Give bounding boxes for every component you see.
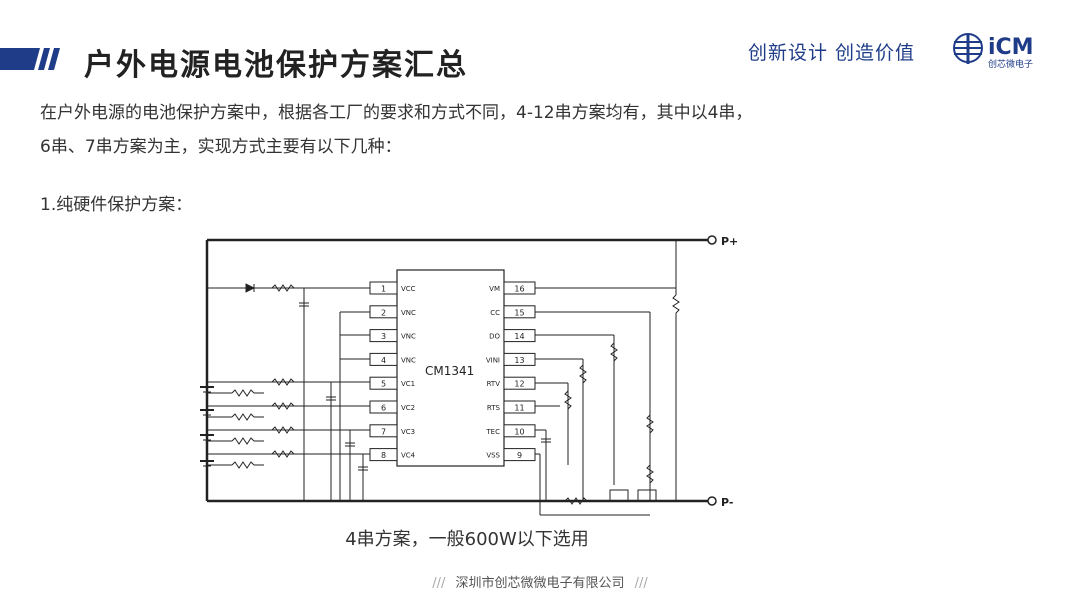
pin-name: VC2: [401, 404, 415, 412]
pin-name: VSS: [486, 452, 500, 460]
chip-pin-right: 14 DO: [489, 329, 536, 343]
chip-pin-left: 1 VCC: [369, 281, 416, 295]
chip-pin-left: 8 VC4: [369, 448, 416, 462]
mosfet-icon: [637, 489, 657, 502]
pin-name: VC1: [401, 380, 415, 388]
pin-number: 13: [514, 356, 524, 365]
terminal-neg-label: P-: [721, 496, 733, 509]
pin-name: VCC: [401, 285, 416, 293]
chip-pin-left: 4 VNC: [369, 352, 416, 366]
intro-line-2: 6串、7串方案为主，实现方式主要有以下几种：: [40, 137, 402, 157]
chip-pin-left: 3 VNC: [369, 329, 416, 343]
chip-pin-right: 9 VSS: [486, 448, 536, 462]
pin-number: 6: [381, 404, 386, 413]
pin-name: VNC: [401, 333, 416, 341]
pin-name: RTV: [487, 380, 501, 388]
chip-body: [396, 269, 505, 467]
chip-pin-right: 16 VM: [489, 281, 536, 295]
pin-number: 10: [514, 427, 524, 436]
pin-number: 16: [514, 285, 524, 294]
pin-number: 1: [381, 285, 386, 294]
logo-globe-icon: iCM 创芯微电子: [953, 33, 1034, 70]
right-pins: 16 VM 15 CC 14 DO 13 VINI 12 RTV 11 RTS 10 TEC 9 VSS: [485, 281, 536, 462]
pin-number: 11: [514, 404, 524, 413]
page-title: 户外电源电池保护方案汇总: [84, 48, 468, 83]
logo-subtext: 创芯微电子: [988, 58, 1033, 70]
logo-text: iCM: [988, 35, 1034, 60]
pin-name: RTS: [487, 404, 501, 412]
pin-number: 14: [514, 332, 524, 341]
pin-name: VNC: [401, 356, 416, 364]
footer-slashes-left: ///: [432, 576, 446, 591]
footer-slashes-right: ///: [634, 576, 648, 591]
footer: /// 深圳市创芯微微电子有限公司 ///: [0, 572, 1080, 591]
resistor-icon: [271, 284, 295, 292]
chip-name: CM1341: [425, 364, 474, 378]
pin-name: TEC: [485, 428, 500, 436]
pin-name: DO: [489, 333, 500, 341]
chip-pin-left: 2 VNC: [369, 305, 416, 319]
pin-number: 15: [514, 308, 524, 317]
chip-pin-left: 5 VC1: [369, 376, 415, 390]
mosfet-icon: [609, 489, 629, 502]
pin-number: 8: [381, 451, 386, 460]
intro-text: 在户外电源的电池保护方案中，根据各工厂的要求和方式不同，4-12串方案均有，其中…: [40, 96, 1040, 164]
diagram-caption: 4串方案，一般600W以下选用: [345, 529, 589, 550]
pin-number: 3: [381, 332, 386, 341]
pin-name: CC: [490, 309, 500, 317]
pin-number: 9: [517, 451, 522, 460]
chip-pin-right: 13 VINI: [486, 352, 536, 366]
footer-company: 深圳市创芯微微电子有限公司: [455, 576, 625, 591]
chip-pin-right: 10 TEC: [485, 424, 536, 438]
chip-pin-right: 12 RTV: [487, 376, 536, 390]
pin-number: 7: [381, 427, 386, 436]
battery-stack: [200, 386, 214, 467]
chip-pin-right: 11 RTS: [487, 400, 536, 414]
slogan: 创新设计 创造价值: [748, 42, 916, 64]
pin-name: VM: [489, 285, 500, 293]
pin-name: VNC: [401, 309, 416, 317]
terminal-pos-label: P+: [721, 235, 738, 248]
pin-number: 12: [514, 380, 524, 389]
pin-number: 4: [381, 356, 386, 365]
pin-name: VC4: [401, 452, 416, 460]
chip-pin-left: 6 VC2: [369, 400, 415, 414]
chip-pin-right: 15 CC: [490, 305, 536, 319]
pin-name: VC3: [401, 428, 415, 436]
terminal-pos-dot: [707, 235, 717, 245]
terminal-neg-dot: [707, 496, 717, 506]
chip-pin-left: 7 VC3: [369, 424, 415, 438]
section-label: 1.纯硬件保护方案：: [40, 195, 193, 215]
intro-line-1: 在户外电源的电池保护方案中，根据各工厂的要求和方式不同，4-12串方案均有，其中…: [40, 103, 753, 123]
pin-number: 2: [381, 308, 386, 317]
diode-icon: [245, 283, 256, 293]
company-logo: iCM 创芯微电子: [952, 30, 1056, 70]
pin-name: VINI: [486, 356, 500, 364]
header-accent-bars: [0, 48, 60, 70]
pin-number: 5: [381, 380, 386, 389]
